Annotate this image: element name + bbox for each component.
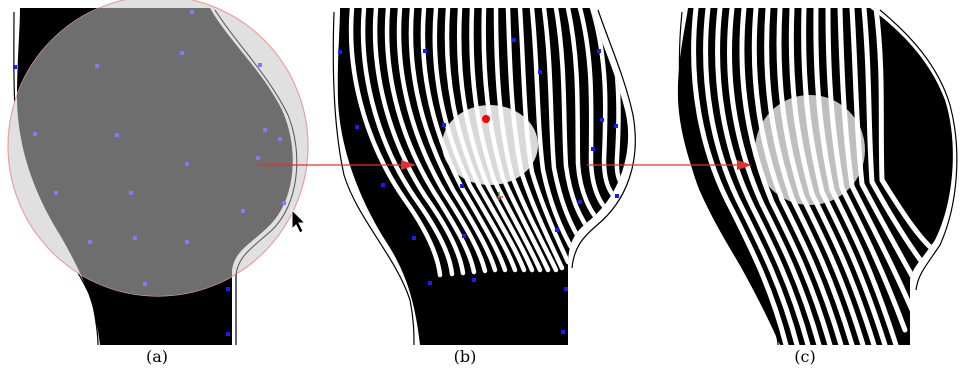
control-point[interactable] bbox=[95, 64, 99, 68]
panel-a bbox=[7, 0, 309, 346]
control-point[interactable] bbox=[190, 10, 194, 14]
control-point[interactable] bbox=[143, 282, 147, 286]
arrow-a-to-b bbox=[258, 160, 416, 170]
control-point[interactable] bbox=[133, 236, 137, 240]
control-point[interactable] bbox=[591, 147, 595, 151]
control-point[interactable] bbox=[460, 184, 464, 188]
control-point[interactable] bbox=[423, 49, 427, 53]
control-point[interactable] bbox=[278, 137, 282, 141]
center-handle-icon[interactable] bbox=[496, 192, 503, 200]
control-point[interactable] bbox=[512, 38, 516, 42]
panel-b bbox=[332, 8, 636, 346]
control-point[interactable] bbox=[442, 123, 446, 127]
control-point[interactable] bbox=[555, 228, 559, 232]
control-point[interactable] bbox=[226, 332, 230, 336]
arrow-b-to-c bbox=[587, 160, 752, 170]
panel-b-white-center bbox=[442, 105, 538, 185]
control-point[interactable] bbox=[282, 201, 286, 205]
control-point[interactable] bbox=[258, 63, 262, 67]
control-point[interactable] bbox=[33, 132, 37, 136]
control-point[interactable] bbox=[226, 287, 230, 291]
control-point[interactable] bbox=[538, 70, 542, 74]
selected-region bbox=[17, 8, 293, 296]
control-point[interactable] bbox=[412, 236, 416, 240]
panel-a-selected-edge bbox=[214, 9, 298, 276]
control-point[interactable] bbox=[614, 124, 618, 128]
arrowhead-icon bbox=[401, 160, 416, 170]
control-point[interactable] bbox=[472, 278, 476, 282]
control-point[interactable] bbox=[578, 200, 582, 204]
control-point[interactable] bbox=[600, 118, 604, 122]
arrowhead-icon bbox=[737, 160, 752, 170]
panel-b-outline-left bbox=[332, 11, 415, 346]
panel-c bbox=[677, 8, 958, 346]
panel-c-white-center bbox=[755, 95, 865, 205]
control-point[interactable] bbox=[88, 240, 92, 244]
panel-c-outline-left bbox=[678, 11, 779, 346]
panel-a-caption: (a) bbox=[145, 347, 169, 366]
panel-b-control-points bbox=[338, 38, 619, 334]
control-point[interactable] bbox=[13, 65, 17, 69]
panel-a-control-points-outside bbox=[13, 65, 230, 336]
center-point[interactable] bbox=[482, 115, 490, 123]
control-point[interactable] bbox=[561, 330, 565, 334]
control-point[interactable] bbox=[381, 183, 385, 187]
panel-c-caption: (c) bbox=[794, 347, 816, 366]
control-point[interactable] bbox=[180, 51, 184, 55]
control-point[interactable] bbox=[115, 133, 119, 137]
panel-b-caption: (b) bbox=[453, 347, 477, 366]
control-point[interactable] bbox=[263, 128, 267, 132]
control-point[interactable] bbox=[564, 287, 568, 291]
control-point[interactable] bbox=[615, 194, 619, 198]
mouse-cursor-icon bbox=[291, 208, 307, 234]
control-point[interactable] bbox=[256, 156, 260, 160]
control-point[interactable] bbox=[428, 281, 432, 285]
control-point[interactable] bbox=[185, 240, 189, 244]
control-point[interactable] bbox=[597, 49, 601, 53]
control-point[interactable] bbox=[185, 162, 189, 166]
panel-a-control-points bbox=[33, 10, 286, 286]
control-point[interactable] bbox=[241, 209, 245, 213]
control-point[interactable] bbox=[54, 191, 58, 195]
control-point[interactable] bbox=[462, 234, 466, 238]
control-point[interactable] bbox=[355, 125, 359, 129]
control-point[interactable] bbox=[338, 50, 342, 54]
panel-b-outline-right bbox=[571, 9, 636, 269]
control-point[interactable] bbox=[129, 191, 133, 195]
panel-c-outline-right bbox=[879, 9, 958, 291]
